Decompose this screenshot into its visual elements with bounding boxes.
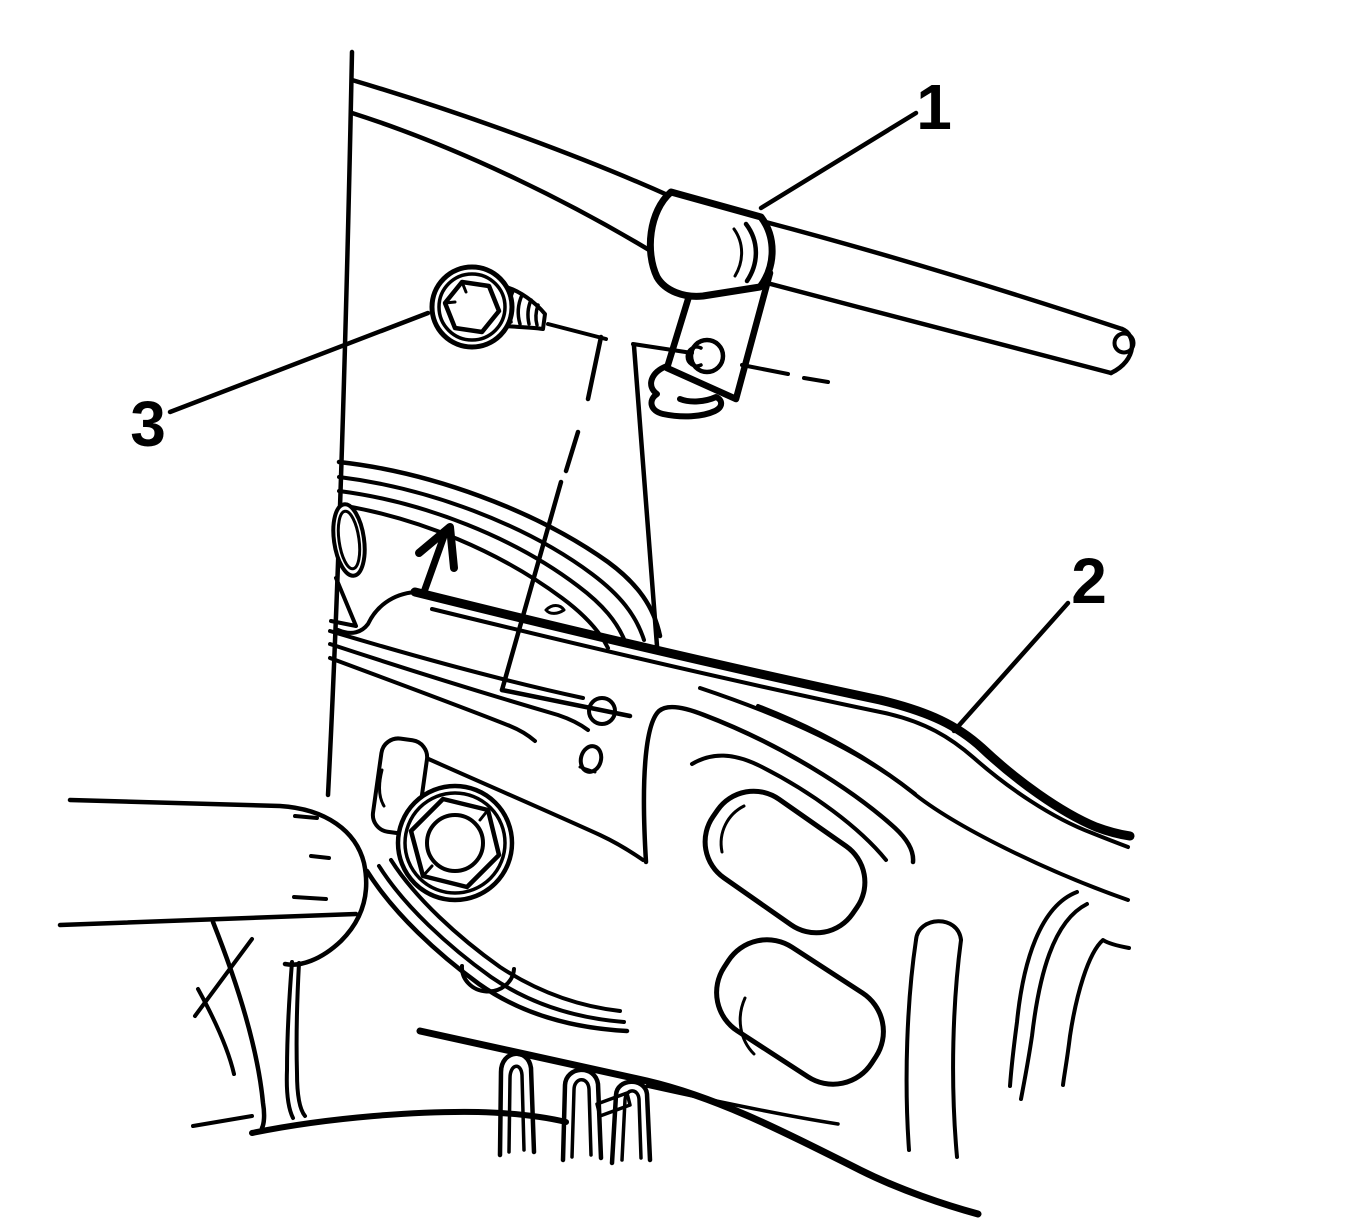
- projection-lines: [499, 334, 660, 719]
- mounting-screw: [429, 264, 547, 350]
- callout-2: 2: [951, 545, 1107, 734]
- screw-washer-inner: [437, 272, 507, 342]
- wheel-arch-curve: [337, 489, 628, 646]
- clamp-inner-lip: [732, 227, 744, 278]
- tube-upper-left: [349, 77, 675, 200]
- harness-tube: [349, 77, 1136, 376]
- tube-end-circle: [1112, 331, 1136, 355]
- bottom-line-left: [191, 1114, 254, 1128]
- flanged-hole: [331, 502, 367, 578]
- large-hex-bolt: [395, 783, 515, 903]
- tube-lower-right: [745, 275, 1114, 376]
- screw-thread: [516, 293, 524, 326]
- lower-diagonal: [210, 919, 267, 1131]
- bracket-projection-line: [631, 343, 660, 649]
- arrow-head: [415, 523, 458, 572]
- rib-arch-cluster: [497, 1051, 653, 1166]
- body-panel: [57, 49, 1135, 1218]
- fender-lobe: [67, 797, 369, 967]
- drain-channel-left: [904, 919, 963, 1159]
- bolt-center: [425, 813, 485, 873]
- screw-hex-facet: [460, 280, 468, 294]
- callout-2-leader: [951, 600, 1071, 734]
- wheel-arch-curve: [336, 459, 663, 639]
- lower-diagonal: [196, 987, 236, 1076]
- callout-1-leader: [758, 110, 919, 211]
- tube-upper-right: [755, 217, 1125, 332]
- mounting-hole-small: [578, 744, 604, 774]
- lobe-tick: [292, 895, 328, 901]
- bolt-facet: [421, 864, 434, 878]
- callout-1-label: 1: [916, 71, 952, 143]
- install-direction-arrow: [415, 523, 458, 596]
- bracket-grommet-inner: [685, 345, 703, 368]
- lobe-tick: [309, 854, 331, 860]
- panel-face-line: [328, 642, 590, 732]
- axis-dash: [802, 376, 830, 384]
- panel-face-line: [328, 629, 585, 700]
- axis-dash: [740, 363, 790, 376]
- screw-thread: [526, 298, 533, 326]
- bolt-projection-dashed: [499, 334, 604, 693]
- screw-hex-head: [442, 279, 502, 335]
- callout-3-label: 3: [130, 388, 166, 460]
- panel-top-edge-inner: [430, 607, 1130, 849]
- slot-lower-inner-line: [738, 996, 756, 1056]
- hole-tick: [578, 765, 597, 774]
- panel-left-edge: [325, 49, 355, 798]
- panel-crease: [756, 704, 917, 796]
- axis-segment: [546, 322, 608, 341]
- callout-3-leader: [167, 310, 431, 415]
- flange-tab: [329, 576, 358, 628]
- bracket-folded-tab: [648, 363, 725, 420]
- arch-dip-curve: [336, 590, 417, 635]
- edge-mark: [544, 604, 566, 615]
- rib-line: [294, 961, 307, 1118]
- clamp-sleeve: [646, 188, 776, 300]
- axis-segment: [631, 342, 694, 355]
- pocket-inner-contour: [690, 753, 888, 862]
- pocket-wall-tick: [378, 768, 386, 808]
- lobe-tick: [293, 814, 319, 820]
- tube-lower-left: [349, 110, 657, 256]
- slot-upper-inner-line: [719, 804, 746, 854]
- callout-1: 1: [758, 71, 952, 211]
- panel-slot-upper: [702, 788, 868, 936]
- recess-wave: [389, 858, 622, 1013]
- rib-line: [284, 960, 295, 1120]
- bolt-flange-inner: [403, 791, 507, 895]
- screw-thread: [534, 303, 540, 327]
- projection-to-hole: [499, 687, 633, 719]
- round-hole-arc: [459, 964, 516, 994]
- pocket-outline: [641, 704, 916, 865]
- screw-axis-centerline: [546, 322, 830, 384]
- bottom-line: [249, 1108, 569, 1136]
- panel-slot-lower: [714, 937, 886, 1087]
- flanged-hole-inner: [336, 509, 362, 571]
- recess-wave: [377, 864, 626, 1024]
- recess-wave: [364, 868, 630, 1034]
- wheel-arch-curve: [337, 475, 646, 642]
- screw-hex-facet: [443, 300, 457, 305]
- panel-top-edge: [410, 587, 1135, 841]
- lower-thin-line: [645, 1084, 840, 1126]
- bolt-facet: [478, 808, 490, 822]
- clamp-inner-lip: [743, 221, 759, 284]
- callout-3: 3: [130, 310, 431, 460]
- arrow-shaft: [420, 532, 448, 596]
- pocket-edge: [422, 755, 645, 862]
- panel-face-line: [328, 656, 537, 743]
- drain-channel-right: [1008, 890, 1131, 1101]
- callout-2-label: 2: [1071, 545, 1107, 617]
- lower-line: [57, 911, 359, 928]
- clamp-assembly: [646, 188, 776, 420]
